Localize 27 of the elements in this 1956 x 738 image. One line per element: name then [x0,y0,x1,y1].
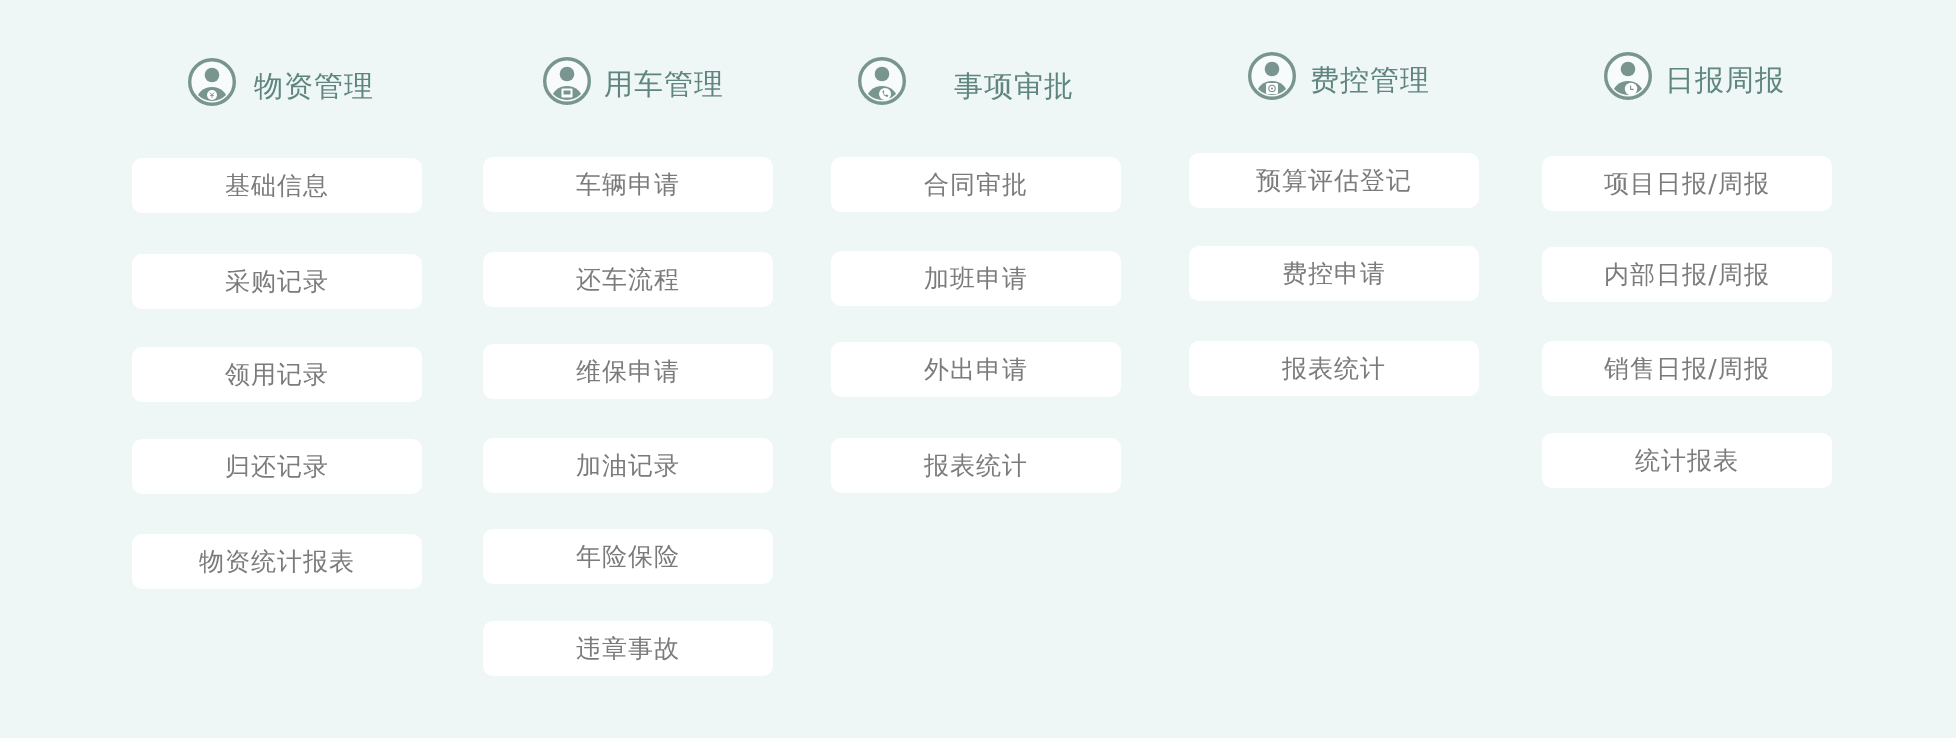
menu-item-box: 车辆申请 [483,157,773,212]
menu-item-box: 费控申请 [1189,246,1479,301]
menu-item-box: 预算评估登记 [1189,153,1479,208]
column-heading: 用车管理 [604,67,724,102]
menu-item-box: 领用记录 [132,347,422,402]
menu-item-box: 加班申请 [831,251,1121,306]
column-heading: 日报周报 [1665,63,1785,98]
menu-item-box: 物资统计报表 [132,534,422,589]
menu-item-box: 维保申请 [483,344,773,399]
menu-item-box: 报表统计 [831,438,1121,493]
menu-item-box: 违章事故 [483,621,773,676]
menu-item-box: 统计报表 [1542,433,1832,488]
menu-item-box: 报表统计 [1189,341,1479,396]
menu-item-box: 销售日报/周报 [1542,341,1832,396]
menu-item-box: 年险保险 [483,529,773,584]
column-heading: 费控管理 [1310,63,1430,98]
menu-item-box: 基础信息 [132,158,422,213]
menu-item-box: 归还记录 [132,439,422,494]
column-heading: 物资管理 [254,69,374,104]
menu-item-box: 加油记录 [483,438,773,493]
menu-item-box: 采购记录 [132,254,422,309]
menu-item-box: 外出申请 [831,342,1121,397]
menu-item-box: 合同审批 [831,157,1121,212]
menu-item-box: 项目日报/周报 [1542,156,1832,211]
column-heading: 事项审批 [954,69,1074,104]
menu-item-box: 内部日报/周报 [1542,247,1832,302]
menu-item-box: 还车流程 [483,252,773,307]
